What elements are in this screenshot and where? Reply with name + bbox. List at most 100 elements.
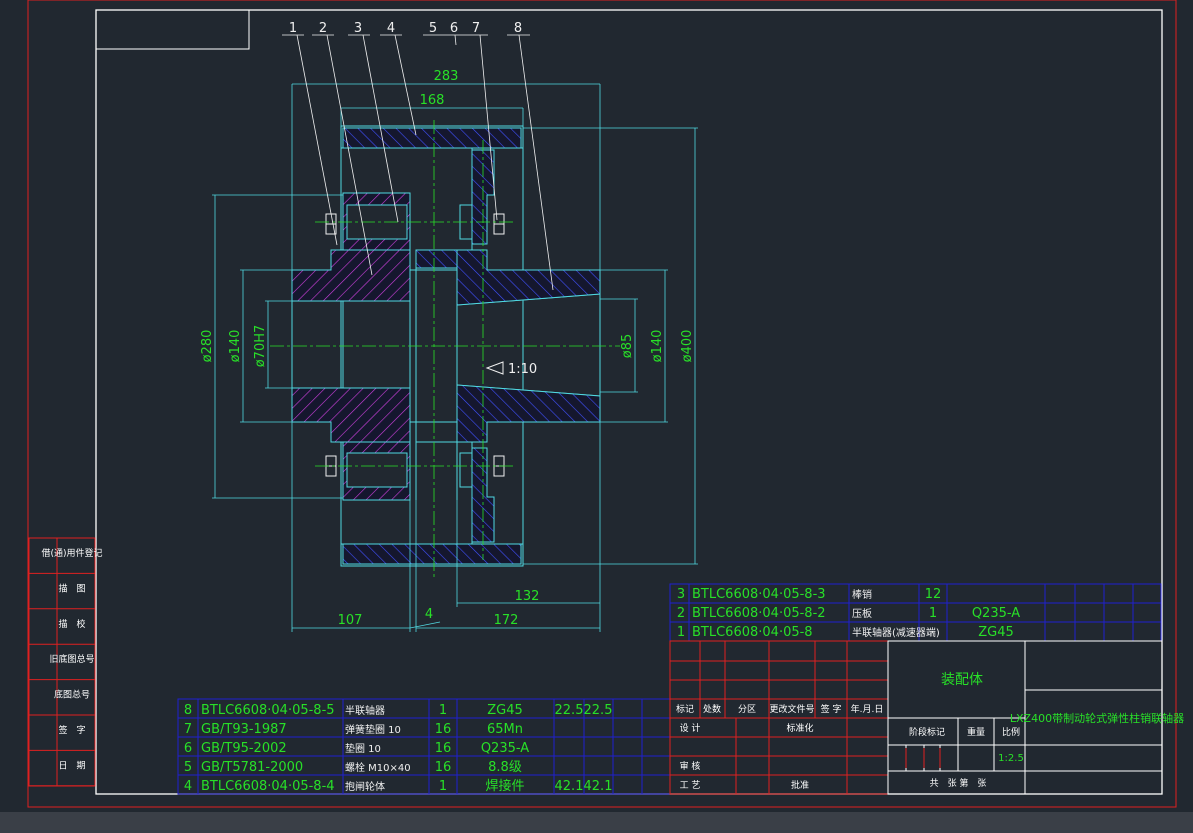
side-row-label: 描 图	[58, 582, 85, 594]
stage-label: 阶段标记	[909, 726, 945, 738]
dim-hub-length: 168	[420, 93, 445, 108]
balloon-7: 7	[472, 21, 480, 36]
tb-doc: 更改文件号	[769, 703, 814, 715]
part-material: 焊接件	[485, 778, 524, 794]
part-no: 5	[184, 760, 192, 775]
part-material: Q235-A	[972, 606, 1020, 621]
dim-right-hub: 172	[494, 613, 519, 628]
part-qty: 16	[435, 760, 452, 775]
balloon-4: 4	[387, 21, 395, 36]
scale-value: 1:2.5	[998, 753, 1024, 764]
side-row-label: 描 校	[58, 618, 85, 630]
part-no: 8	[184, 703, 192, 718]
part-no: 3	[677, 587, 685, 602]
part-name: 弹簧垫圈 10	[345, 723, 401, 736]
side-row-label: 底图总号	[54, 689, 90, 701]
part-qty: 16	[435, 741, 452, 756]
side-row-label: 借(通)用件登记	[41, 547, 102, 559]
tb-process: 工 艺	[680, 780, 701, 791]
balloon-8: 8	[514, 21, 522, 36]
part-code: BTLC6608·04·05-8-4	[201, 779, 335, 794]
part-code: BTLC6608·04·05-8-3	[692, 587, 826, 602]
dimension-lines	[212, 83, 698, 632]
part-material: 65Mn	[487, 722, 523, 737]
part-total-weight: 22.5	[584, 703, 613, 718]
taper-symbol	[485, 361, 504, 375]
part-qty: 1	[439, 703, 447, 718]
weight-label: 重量	[967, 726, 985, 738]
tb-approve: 批准	[791, 779, 809, 791]
outer-border	[27, 0, 1177, 808]
part-code: BTLC6608·04·05-8-2	[692, 606, 826, 621]
part-code: GB/T95-2002	[201, 741, 287, 756]
status-bar	[0, 812, 1193, 833]
part-no: 6	[184, 741, 192, 756]
product-name: LXZ400带制动轮式弹性柱销联轴器	[1010, 711, 1184, 725]
tb-std: 标准化	[786, 722, 813, 734]
part-name: 垫圈 10	[345, 742, 381, 755]
balloon-5: 5	[429, 21, 437, 36]
part-no: 7	[184, 722, 192, 737]
side-row-label: 旧底图总号	[49, 653, 94, 665]
side-row-label: 日 期	[58, 760, 85, 771]
tb-design: 设 计	[680, 722, 701, 734]
part-no: 1	[677, 625, 685, 640]
assembly-section-view	[270, 120, 620, 580]
part-unit-weight: 42.1	[555, 779, 584, 794]
dim-d280: ø280	[200, 330, 215, 363]
dim-d140-right: ø140	[650, 330, 665, 363]
part-qty: 1	[929, 606, 937, 621]
part-name: 半联轴器(减速器端)	[852, 626, 940, 639]
part-qty: 12	[925, 587, 942, 602]
drawing-title: 装配体	[941, 672, 983, 688]
balloon-1: 1	[289, 21, 297, 36]
dim-overall-length: 283	[434, 69, 459, 84]
part-qty: 1	[439, 779, 447, 794]
dim-taper: 1:10	[508, 362, 537, 377]
dim-d400: ø400	[680, 330, 695, 363]
part-code: BTLC6608·04·05-8	[692, 625, 813, 640]
dim-d140-left: ø140	[228, 330, 243, 363]
part-unit-weight: 22.5	[555, 703, 584, 718]
part-leaders	[282, 34, 554, 291]
tb-sign: 签 字	[821, 703, 842, 715]
code-box	[95, 9, 250, 50]
tb-date: 年.月.日	[851, 703, 884, 715]
balloon-3: 3	[354, 21, 362, 36]
part-code: BTLC6608·04·05-8-5	[201, 703, 335, 718]
part-name: 抱闸轮体	[345, 780, 385, 793]
side-row-label: 签 字	[58, 724, 85, 736]
balloon-2: 2	[319, 21, 327, 36]
tb-count: 处数	[703, 703, 721, 715]
part-no: 2	[677, 606, 685, 621]
scale-label: 比例	[1002, 726, 1020, 738]
part-name: 棒销	[852, 588, 872, 601]
tb-mark: 标记	[676, 703, 694, 715]
part-no: 4	[184, 779, 192, 794]
dim-d85: ø85	[620, 334, 635, 359]
dim-d70: ø70H7	[253, 325, 268, 368]
part-total-weight: 42.1	[584, 779, 613, 794]
part-material: ZG45	[978, 625, 1014, 640]
part-material: ZG45	[487, 703, 523, 718]
part-name: 螺栓 M10×40	[345, 761, 411, 774]
balloon-6: 6	[450, 21, 458, 36]
dim-left-hub: 107	[338, 613, 363, 628]
part-code: GB/T5781-2000	[201, 760, 303, 775]
dim-brake-offset: 132	[515, 589, 540, 604]
part-code: GB/T93-1987	[201, 722, 287, 737]
tb-review: 审 核	[680, 760, 701, 772]
part-name: 压板	[852, 607, 872, 620]
sheets-text: 共 张 第 张	[930, 777, 987, 789]
dim-gap: 4	[425, 607, 433, 622]
title-block: 装配体 LXZ400带制动轮式弹性柱销联轴器 阶段标记 重量 比例 1:2.5 …	[669, 640, 1184, 795]
part-name: 半联轴器	[345, 704, 385, 717]
part-material: 8.8级	[488, 760, 522, 775]
part-material: Q235-A	[481, 741, 529, 756]
part-qty: 16	[435, 722, 452, 737]
tb-zone: 分区	[738, 704, 756, 715]
